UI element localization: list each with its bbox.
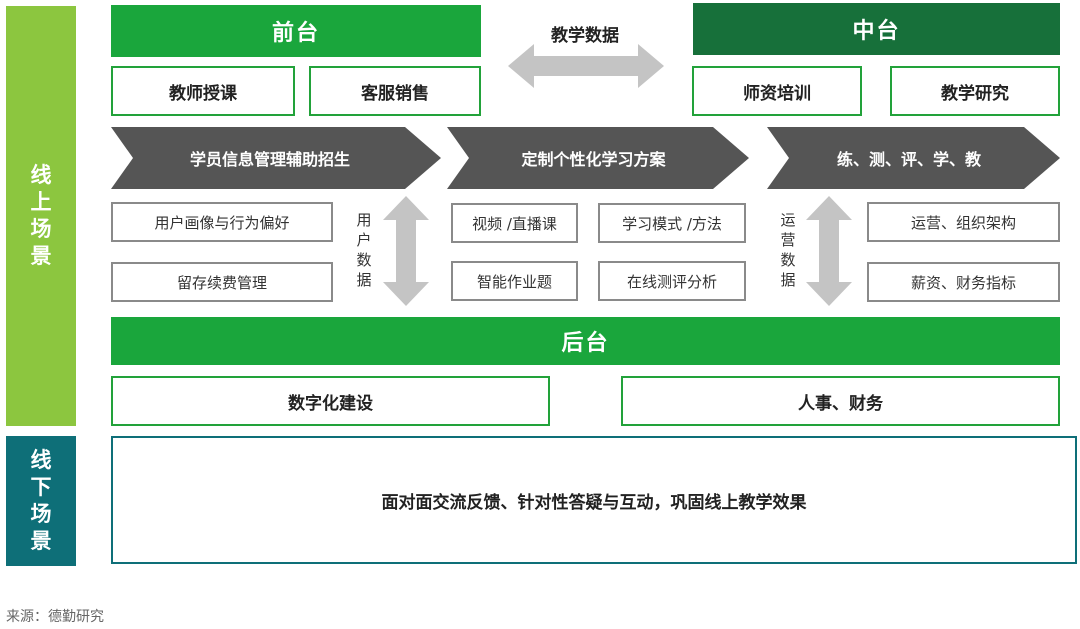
user-data-char-1: 用 — [356, 211, 372, 229]
source-note: 来源：德勤研究 — [6, 606, 104, 626]
front-item-sales: 客服销售 — [309, 66, 481, 116]
offline-char-2: 下 — [30, 475, 52, 499]
center-item-online-assessment-label: 在线测评分析 — [626, 272, 717, 291]
center-item-online-assessment: 在线测评分析 — [598, 261, 746, 301]
teaching-data-label: 教学数据 — [510, 20, 660, 46]
right-item-finance-metrics: 薪资、财务指标 — [867, 262, 1060, 302]
chevron-2-label-box: 定制个性化学习方案 — [471, 127, 716, 189]
middle-item-training: 师资培训 — [692, 66, 862, 116]
center-item-homework: 智能作业题 — [451, 261, 578, 301]
chevron-3-label: 练、测、评、学、教 — [836, 150, 981, 169]
chevron-1-shape — [111, 127, 441, 189]
chevron-1-label: 学员信息管理辅助招生 — [189, 150, 350, 169]
back-office-title: 后台 — [561, 331, 610, 356]
middle-item-research-label: 教学研究 — [941, 83, 1009, 104]
online-char-1: 线 — [30, 163, 52, 187]
front-office-title: 前台 — [271, 21, 320, 46]
left-item-retention: 留存续费管理 — [111, 262, 333, 302]
offline-scene-text: 面对面交流反馈、针对性答疑与互动，巩固线上教学效果 — [381, 492, 807, 513]
teaching-data-text: 教学数据 — [551, 25, 619, 46]
right-item-org-structure-label: 运营、组织架构 — [910, 213, 1016, 232]
back-item-hr-finance-label: 人事、财务 — [798, 393, 883, 414]
middle-office-header: 中台 — [693, 3, 1060, 55]
left-item-user-profile-label: 用户画像与行为偏好 — [154, 213, 290, 232]
source-note-text: 来源：德勤研究 — [6, 609, 104, 625]
middle-office-title: 中台 — [852, 19, 901, 44]
online-char-4: 景 — [30, 244, 52, 268]
front-office-header: 前台 — [111, 5, 481, 57]
teaching-data-double-arrow-icon — [508, 44, 664, 88]
online-scene-label: 线 上 场 景 — [6, 6, 76, 426]
online-char-2: 上 — [30, 190, 52, 214]
front-item-teaching: 教师授课 — [111, 66, 295, 116]
back-item-hr-finance: 人事、财务 — [621, 376, 1060, 426]
ops-data-char-4: 据 — [780, 271, 796, 289]
ops-data-vertical-arrow-icon — [806, 196, 852, 306]
left-item-user-profile: 用户画像与行为偏好 — [111, 202, 333, 242]
center-item-homework-label: 智能作业题 — [476, 272, 552, 291]
user-data-char-2: 户 — [356, 231, 372, 249]
center-item-video: 视频 /直播课 — [451, 203, 578, 243]
user-data-char-3: 数 — [356, 251, 372, 269]
ops-data-char-2: 营 — [780, 231, 796, 249]
offline-char-4: 景 — [30, 529, 52, 553]
online-char-3: 场 — [30, 217, 52, 241]
back-item-digital-label: 数字化建设 — [288, 393, 373, 414]
right-item-org-structure: 运营、组织架构 — [867, 202, 1060, 242]
offline-char-3: 场 — [30, 502, 52, 526]
offline-scene-label: 线 下 场 景 — [6, 436, 76, 566]
center-item-learning-mode: 学习模式 /方法 — [598, 203, 746, 243]
ops-data-char-3: 数 — [780, 251, 796, 269]
chevron-2-label: 定制个性化学习方案 — [521, 150, 666, 169]
left-item-retention-label: 留存续费管理 — [176, 273, 267, 292]
offline-char-1: 线 — [30, 448, 52, 472]
user-data-char-4: 据 — [356, 271, 372, 289]
back-item-digital: 数字化建设 — [111, 376, 550, 426]
front-item-sales-label: 客服销售 — [361, 83, 429, 104]
offline-scene-box: 面对面交流反馈、针对性答疑与互动，巩固线上教学效果 — [111, 436, 1077, 564]
back-office-header: 后台 — [111, 317, 1060, 365]
middle-item-training-label: 师资培训 — [743, 83, 811, 104]
user-data-label: 用 户 数 据 — [352, 210, 376, 290]
ops-data-label: 运 营 数 据 — [776, 210, 800, 290]
chevron-2-shape — [447, 127, 749, 189]
center-item-video-label: 视频 /直播课 — [472, 214, 557, 233]
middle-item-research: 教学研究 — [890, 66, 1060, 116]
chevron-3-label-box: 练、测、评、学、教 — [791, 127, 1027, 189]
chevron-3-shape — [767, 127, 1060, 189]
right-item-finance-metrics-label: 薪资、财务指标 — [910, 273, 1016, 292]
center-item-learning-mode-label: 学习模式 /方法 — [622, 214, 722, 233]
user-data-vertical-arrow-icon — [383, 196, 429, 306]
ops-data-char-1: 运 — [780, 211, 796, 229]
chevron-1-label-box: 学员信息管理辅助招生 — [135, 127, 405, 189]
front-item-teaching-label: 教师授课 — [169, 83, 237, 104]
